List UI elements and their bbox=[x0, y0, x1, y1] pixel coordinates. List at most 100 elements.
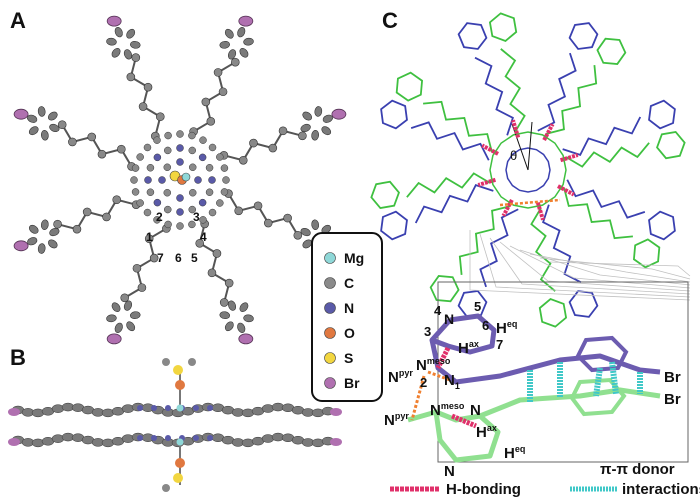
axial-sulfur-bottom bbox=[173, 473, 183, 483]
side-bromine bbox=[8, 438, 20, 446]
hbond-mark bbox=[559, 153, 579, 163]
legend-swatch-s bbox=[324, 352, 336, 364]
theta-line bbox=[511, 123, 529, 171]
arm-bond-chain bbox=[223, 129, 303, 162]
bromine-atom bbox=[13, 240, 29, 252]
panel-label-c: C bbox=[382, 8, 398, 33]
fragment-chain-top bbox=[429, 339, 661, 385]
stick-arm bbox=[537, 52, 577, 132]
stick-phenyl-ring bbox=[457, 290, 488, 318]
fragment-phenyl-bottom bbox=[569, 377, 627, 417]
ring-atom bbox=[28, 224, 39, 234]
label-6: 6 bbox=[482, 318, 489, 333]
projection-lines bbox=[469, 230, 691, 301]
legend-label-c: C bbox=[344, 275, 354, 291]
axial-carbon-top bbox=[162, 358, 170, 366]
atom-number-1: 1 bbox=[146, 230, 153, 244]
stick-arm bbox=[562, 116, 642, 156]
carbon-atom bbox=[206, 117, 216, 126]
stick-arm bbox=[410, 121, 490, 161]
legend-swatch-br bbox=[324, 377, 336, 389]
core-atom bbox=[188, 205, 196, 214]
carbon-atom bbox=[201, 97, 211, 107]
core-atom bbox=[144, 176, 152, 184]
carbon-atom bbox=[283, 213, 292, 223]
core-atom bbox=[208, 176, 216, 184]
core-atom bbox=[176, 130, 184, 138]
fragment-ring-bottom bbox=[433, 411, 501, 463]
ring-atom bbox=[311, 219, 319, 231]
projection-line bbox=[489, 237, 691, 295]
ring-atom bbox=[123, 49, 133, 60]
atom-number-4: 4 bbox=[200, 230, 207, 244]
stick-arm bbox=[565, 142, 650, 168]
stick-phenyl-ring bbox=[380, 210, 408, 241]
carbon-atom bbox=[234, 206, 243, 216]
carbon-atom bbox=[138, 102, 148, 111]
core-atom bbox=[220, 164, 229, 172]
fragment-hbond bbox=[435, 346, 451, 370]
ring-atom bbox=[49, 227, 60, 237]
side-nitrogen bbox=[165, 405, 171, 411]
ring-atom bbox=[300, 227, 311, 237]
interaction-key: H-bonding π-π donor interactions bbox=[390, 461, 700, 498]
ring-atom bbox=[237, 27, 246, 38]
ring-atom bbox=[237, 322, 246, 333]
ring-atom bbox=[227, 49, 237, 60]
stick-arm bbox=[406, 172, 491, 198]
ring-atom bbox=[114, 322, 123, 333]
ring-atom bbox=[314, 106, 323, 117]
panel-label-b: B bbox=[10, 345, 26, 370]
carbon-atom bbox=[253, 201, 263, 211]
ring-atom bbox=[302, 111, 313, 121]
core-atom bbox=[198, 153, 207, 162]
core-atom bbox=[188, 146, 196, 155]
core-atom bbox=[194, 176, 202, 184]
carbon-atom bbox=[249, 138, 258, 148]
projection-line bbox=[469, 230, 691, 301]
ring-atom bbox=[28, 126, 39, 136]
ring-atom bbox=[111, 302, 121, 313]
core-atom bbox=[188, 163, 197, 172]
core-atom bbox=[163, 163, 172, 172]
core-atom bbox=[153, 136, 161, 144]
core-atom bbox=[222, 176, 230, 184]
carbon-atom bbox=[120, 293, 130, 303]
label-br-2: Br bbox=[664, 391, 681, 408]
hbond-mark bbox=[477, 177, 497, 187]
core-atom bbox=[208, 208, 217, 217]
atom-number-3: 3 bbox=[193, 210, 200, 224]
side-nitrogen bbox=[151, 405, 157, 411]
carbon-atom bbox=[126, 72, 136, 82]
pipi-interaction bbox=[609, 361, 619, 395]
stick-arm bbox=[566, 179, 646, 219]
ring-atom bbox=[37, 106, 46, 117]
ring-atom bbox=[41, 219, 49, 231]
stick-phenyl-ring bbox=[648, 210, 676, 241]
carbon-atom bbox=[144, 234, 154, 243]
projection-line bbox=[549, 261, 691, 277]
stick-phenyl-ring bbox=[568, 22, 599, 50]
fragment-hbond bbox=[451, 413, 477, 429]
carbon-atom bbox=[131, 53, 141, 62]
carbon-atom bbox=[149, 253, 159, 263]
carbon-atom bbox=[224, 278, 234, 288]
label-n-top: N bbox=[444, 311, 454, 327]
ring-atom bbox=[123, 300, 133, 311]
stick-phenyl-ring bbox=[648, 99, 676, 130]
ring-atom bbox=[129, 311, 141, 319]
stick-phenyl-ring bbox=[632, 238, 661, 269]
hbond-mark bbox=[557, 184, 575, 197]
axial-carbon-bottom bbox=[162, 484, 170, 492]
hbond-mark bbox=[542, 123, 555, 141]
label-heq-1: Heq bbox=[496, 319, 517, 337]
core-atom bbox=[158, 176, 166, 184]
stick-phenyl-ring bbox=[395, 71, 424, 102]
ring-atom bbox=[37, 243, 46, 254]
core-atom bbox=[188, 188, 197, 197]
side-nitrogen bbox=[193, 435, 199, 441]
legend-swatch-n bbox=[324, 302, 336, 314]
ring-atom bbox=[243, 314, 254, 323]
legend-label-mg: Mg bbox=[344, 250, 364, 266]
core-atom bbox=[163, 188, 172, 197]
